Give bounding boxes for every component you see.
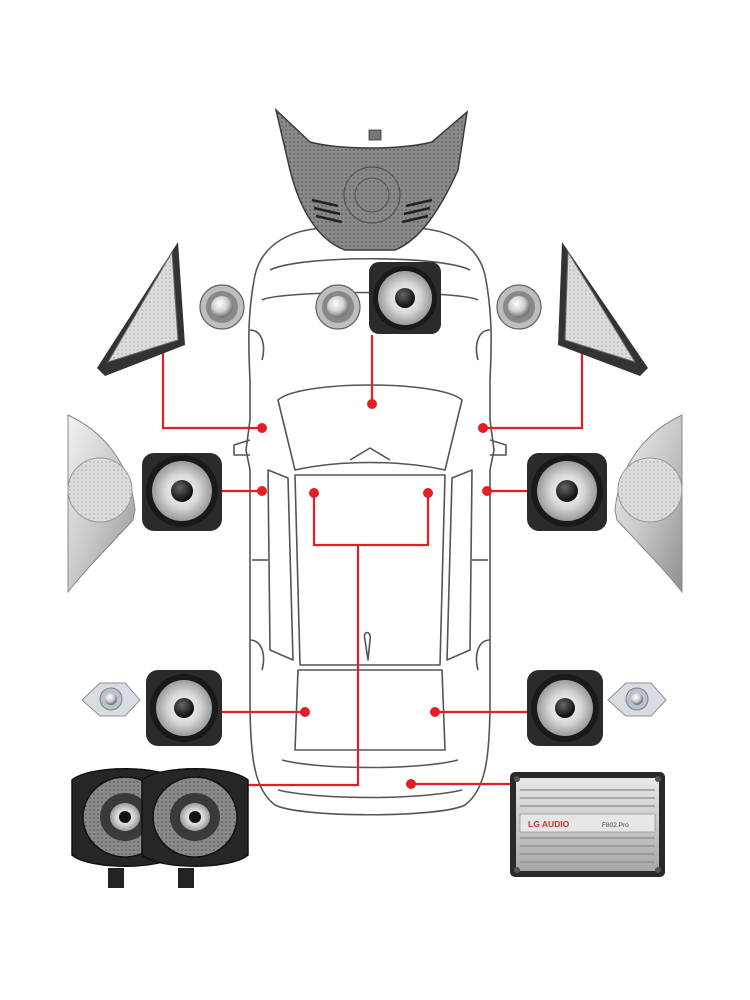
- right-door-grille: [614, 414, 683, 594]
- front-right-door-speaker: [527, 453, 607, 531]
- dot-front-left: [257, 486, 267, 496]
- rear-right-speaker: [527, 670, 603, 746]
- left-door-grille: [67, 414, 136, 594]
- rear-left-tweeter: [81, 682, 141, 717]
- center-speaker-grille: [274, 107, 469, 251]
- subwoofer-pair: [71, 768, 249, 888]
- wire-right-a-pillar: [483, 345, 584, 430]
- subwoofer-right: [141, 768, 249, 888]
- right-tweeter: [496, 284, 542, 330]
- rear-left-speaker: [146, 670, 222, 746]
- wire-roof-bracket: [312, 493, 430, 547]
- car-outline: [233, 227, 507, 816]
- amplifier-brand-label: LG AUDIO: [528, 819, 570, 829]
- wiring: [161, 335, 584, 787]
- amplifier-model-label: F802.Pro: [602, 822, 629, 829]
- left-tweeter: [199, 284, 245, 330]
- dot-trunk: [406, 779, 416, 789]
- center-midrange: [369, 262, 441, 334]
- amplifier: LG AUDIO F802.Pro: [510, 772, 665, 877]
- dot-center-midrange: [367, 399, 377, 409]
- wire-subwoofer-run: [232, 545, 360, 787]
- center-tweeter: [315, 284, 361, 330]
- dot-rear-left: [300, 707, 310, 717]
- rear-right-tweeter: [607, 682, 667, 717]
- dot-front-right: [482, 486, 492, 496]
- dot-roof-right: [423, 488, 433, 498]
- wire-connection-dots: [257, 399, 492, 789]
- dot-rear-right: [430, 707, 440, 717]
- wire-left-a-pillar: [161, 345, 262, 430]
- dot-left-a-pillar: [257, 423, 267, 433]
- left-a-pillar-tweeter-cover: [97, 242, 185, 376]
- right-a-pillar-tweeter-cover: [558, 242, 648, 376]
- dot-right-a-pillar: [478, 423, 488, 433]
- front-left-door-speaker: [142, 453, 222, 531]
- dot-roof-left: [309, 488, 319, 498]
